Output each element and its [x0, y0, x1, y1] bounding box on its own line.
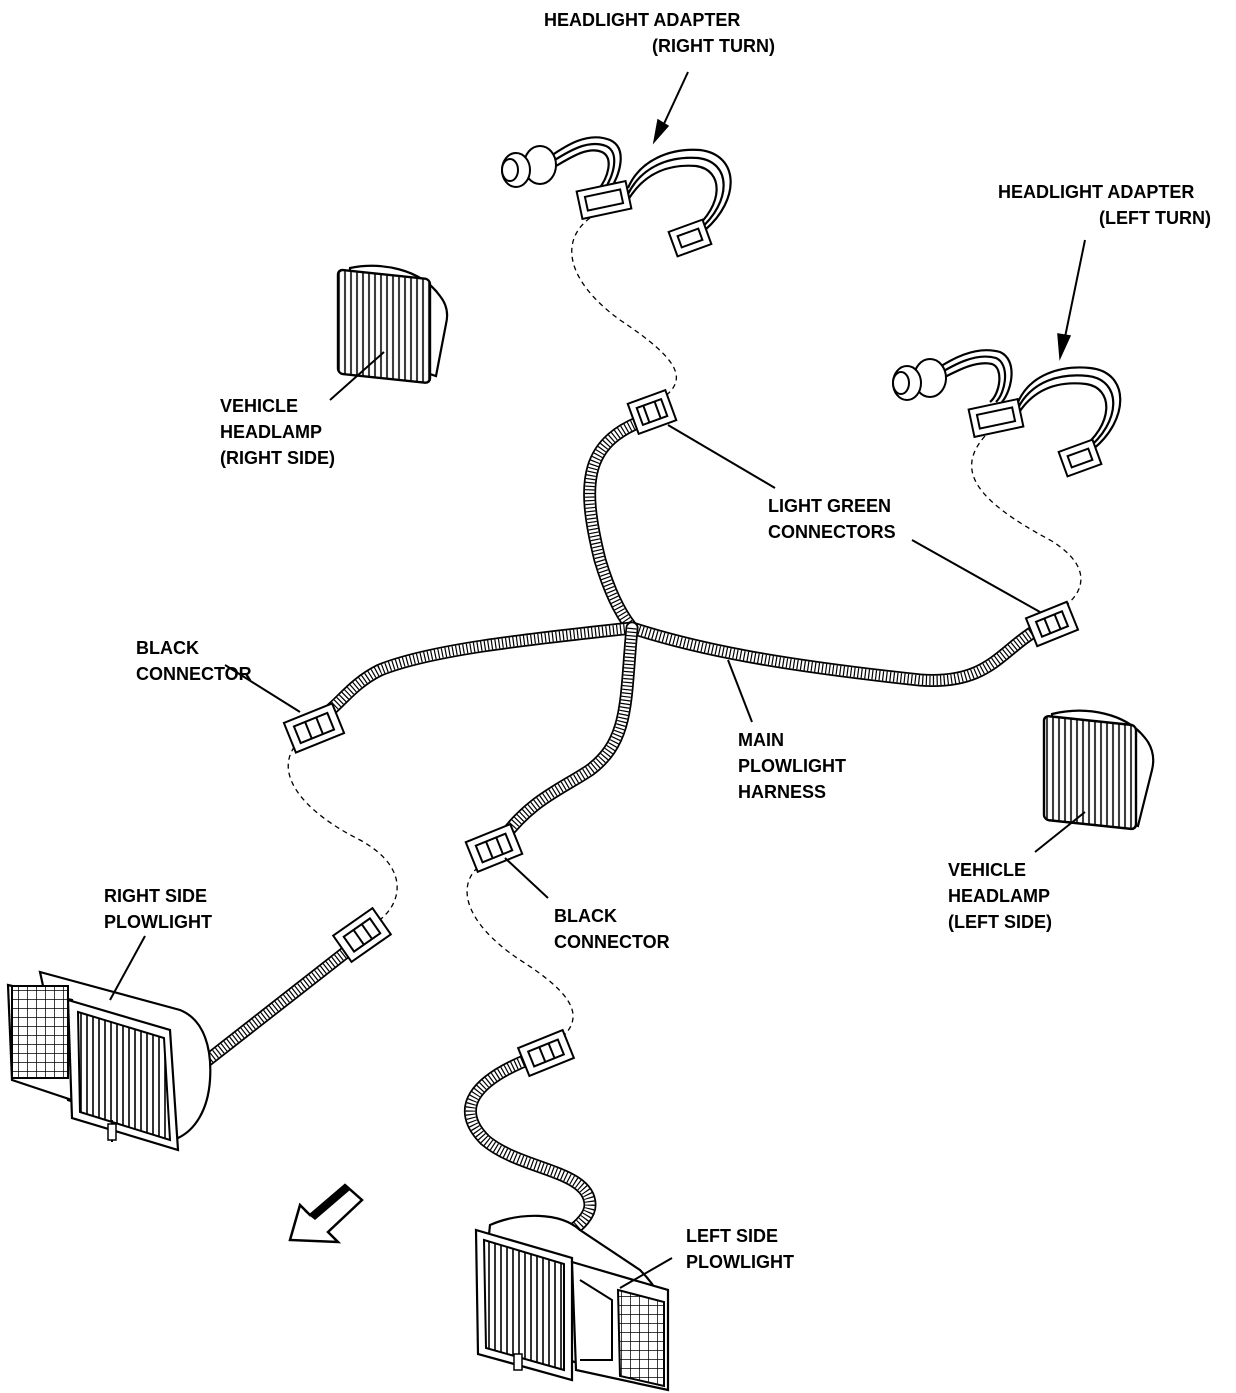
svg-text:RIGHT SIDE: RIGHT SIDE	[104, 886, 207, 906]
svg-text:PLOWLIGHT: PLOWLIGHT	[738, 756, 846, 776]
svg-text:(RIGHT SIDE): (RIGHT SIDE)	[220, 448, 335, 468]
label-vehicle-headlamp-left-side: VEHICLE HEADLAMP (LEFT SIDE)	[948, 860, 1052, 932]
label-black-connector-upper: BLACK CONNECTOR	[136, 638, 252, 684]
right-plowlight-connector	[331, 906, 393, 964]
label-light-green-connectors: LIGHT GREEN CONNECTORS	[768, 496, 896, 542]
adapter-left-plug	[1057, 438, 1103, 478]
adapter-right-plug	[667, 218, 713, 258]
svg-text:CONNECTOR: CONNECTOR	[554, 932, 670, 952]
svg-text:HEADLAMP: HEADLAMP	[948, 886, 1050, 906]
label-main-plowlight-harness: MAIN PLOWLIGHT HARNESS	[738, 730, 846, 802]
svg-text:HEADLAMP: HEADLAMP	[220, 422, 322, 442]
svg-text:HEADLIGHT ADAPTER: HEADLIGHT ADAPTER	[544, 10, 740, 30]
forward-direction-arrow-icon	[288, 1183, 364, 1244]
svg-text:HEADLIGHT ADAPTER: HEADLIGHT ADAPTER	[998, 182, 1194, 202]
leader-lines	[109, 71, 1086, 1289]
svg-text:MAIN: MAIN	[738, 730, 784, 750]
label-vehicle-headlamp-right-side: VEHICLE HEADLAMP (RIGHT SIDE)	[220, 396, 335, 468]
adapter-right-socket	[575, 179, 633, 221]
svg-text:(LEFT TURN): (LEFT TURN)	[1099, 208, 1211, 228]
label-black-connector-lower: BLACK CONNECTOR	[554, 906, 670, 952]
label-headlight-adapter-left-turn: HEADLIGHT ADAPTER (LEFT TURN)	[998, 182, 1211, 228]
left-side-plowlight	[474, 1214, 670, 1392]
svg-text:CONNECTORS: CONNECTORS	[768, 522, 896, 542]
adapter-left-round-plug	[892, 358, 947, 401]
vehicle-headlamp-left-side	[1042, 709, 1155, 831]
svg-text:CONNECTOR: CONNECTOR	[136, 664, 252, 684]
svg-text:BLACK: BLACK	[136, 638, 199, 658]
right-plowlight-lead	[188, 938, 362, 1077]
vehicle-headlamp-right-side	[336, 264, 449, 384]
right-side-plowlight	[6, 970, 212, 1152]
black-connector-upper	[282, 702, 346, 754]
light-green-connector-upper	[626, 388, 678, 436]
label-right-side-plowlight: RIGHT SIDE PLOWLIGHT	[104, 886, 212, 932]
label-headlight-adapter-right-turn: HEADLIGHT ADAPTER (RIGHT TURN)	[544, 10, 775, 56]
svg-text:(RIGHT TURN): (RIGHT TURN)	[652, 36, 775, 56]
adapter-right-round-plug	[501, 145, 557, 188]
main-plowlight-harness	[313, 411, 1047, 849]
label-left-side-plowlight: LEFT SIDE PLOWLIGHT	[686, 1226, 794, 1272]
left-plowlight-connector	[516, 1028, 576, 1078]
svg-text:PLOWLIGHT: PLOWLIGHT	[104, 912, 212, 932]
svg-text:LIGHT GREEN: LIGHT GREEN	[768, 496, 891, 516]
svg-text:VEHICLE: VEHICLE	[220, 396, 298, 416]
svg-text:LEFT SIDE: LEFT SIDE	[686, 1226, 778, 1246]
light-green-connector-lower	[1024, 600, 1080, 648]
svg-text:HARNESS: HARNESS	[738, 782, 826, 802]
svg-text:BLACK: BLACK	[554, 906, 617, 926]
black-connector-lower	[464, 822, 524, 874]
adapter-left-socket	[967, 397, 1025, 439]
headlight-adapter-right-turn	[501, 136, 732, 258]
left-plowlight-lead	[463, 1048, 597, 1239]
svg-text:(LEFT SIDE): (LEFT SIDE)	[948, 912, 1052, 932]
svg-text:PLOWLIGHT: PLOWLIGHT	[686, 1252, 794, 1272]
mating-lines	[287, 217, 1082, 1046]
headlight-adapter-left-turn	[892, 349, 1122, 478]
svg-text:VEHICLE: VEHICLE	[948, 860, 1026, 880]
